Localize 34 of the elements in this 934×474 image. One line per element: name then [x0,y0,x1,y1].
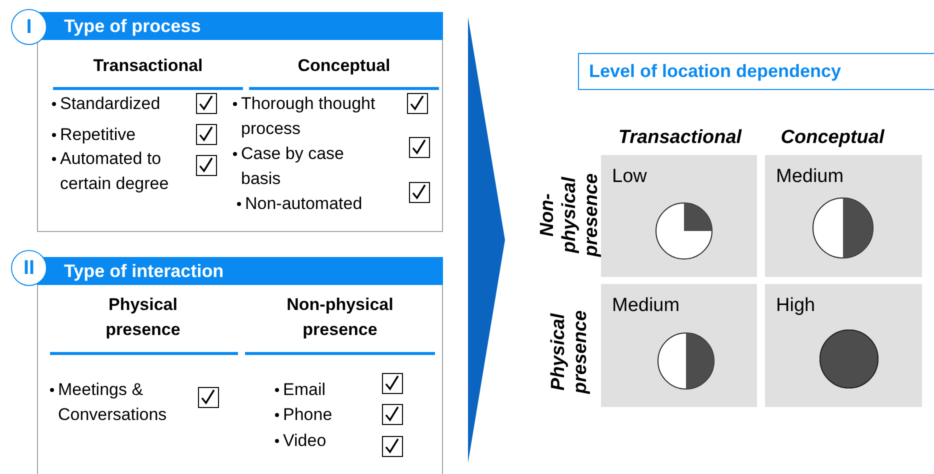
level-text: Medium [776,165,844,189]
section-panel [37,257,443,474]
matrix-cell [601,284,757,407]
level-text: High [776,294,816,318]
level-text: Medium [612,294,680,318]
bullet-item: Video [283,430,328,452]
row-heading: Physical presence [548,309,592,396]
section-header-bar: Type of process [37,12,443,40]
bullet-item: Phone [283,404,334,426]
bullet-item: Case by case basis [241,143,345,190]
bullet-item: Thorough thought process [241,93,376,140]
bullet-item: Non-automated [245,193,364,215]
column-heading: Transactional [617,126,743,150]
column-heading: Physical presence [104,294,182,341]
bullet-item: Standardized [60,93,162,115]
numbered-badge: I [11,9,47,45]
matrix-cell [765,284,922,407]
bullet-item: Meetings & Conversations [58,379,168,426]
column-heading: Non-physical presence [286,294,394,341]
column-heading: Conceptual [296,55,392,77]
chevron-arrow [468,17,505,463]
column-heading: Conceptual [780,126,886,150]
matrix-cell [601,155,757,277]
section-panel [37,12,443,232]
section-header-bar: Type of interaction [37,257,443,285]
row-heading: Non-physical presence [537,172,603,259]
bullet-item: Automated to certain degree [60,148,170,195]
numbered-badge: II [11,250,47,286]
level-text: Low [612,165,647,189]
title-box: Level of location dependency [578,53,934,90]
bullet-item: Email [283,379,327,401]
column-heading: Transactional [92,55,204,77]
bullet-item: Repetitive [60,124,137,146]
matrix-cell [765,155,922,277]
